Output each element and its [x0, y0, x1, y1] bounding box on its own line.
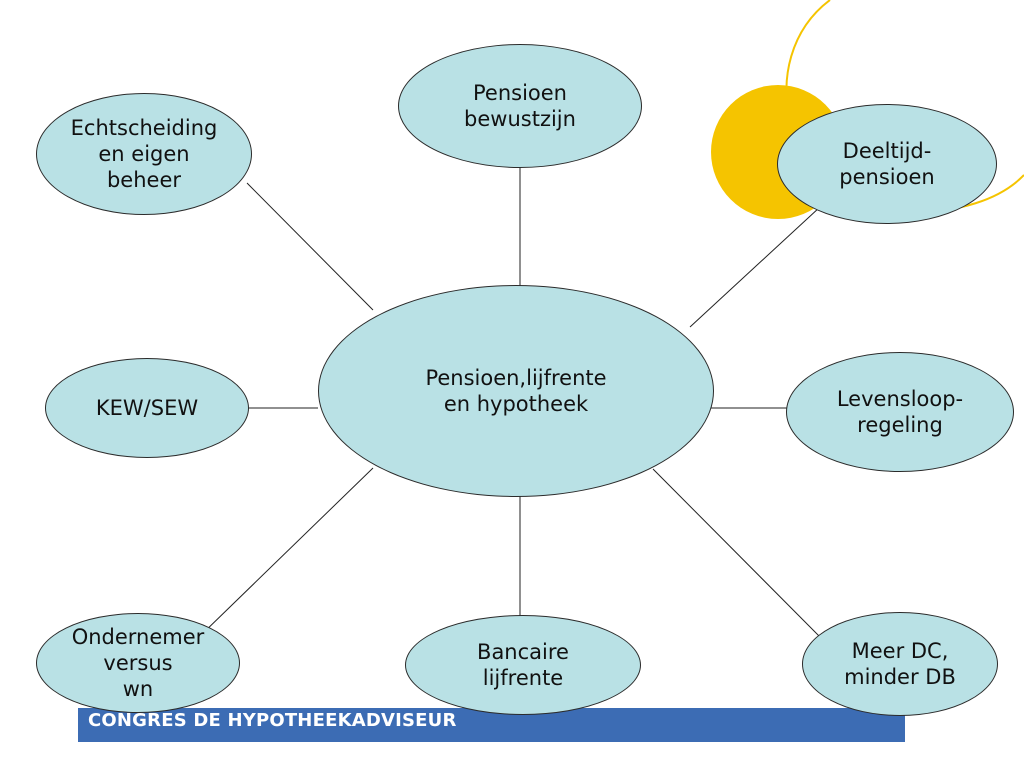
node-meer-dc: Meer DC, minder DB — [802, 612, 998, 716]
node-bancaire: Bancaire lijfrente — [405, 615, 641, 715]
footer-bar: CONGRES DE HYPOTHEEKADVISEUR — [78, 708, 905, 742]
connector-deeltijd — [689, 206, 821, 328]
node-kew-sew: KEW/SEW — [45, 358, 249, 458]
node-meer-dc-label: Meer DC, minder DB — [844, 638, 956, 689]
node-echtscheiding-label: Echtscheiding en eigen beheer — [70, 115, 218, 193]
footer-title: CONGRES DE HYPOTHEEKADVISEUR — [88, 710, 457, 731]
node-pensioen-bewustzijn: Pensioen bewustzijn — [398, 44, 642, 168]
node-levensloop: Levensloop- regeling — [786, 352, 1014, 472]
center-node-label: Pensioen,lijfrente en hypotheek — [425, 365, 607, 416]
node-kew-sew-label: KEW/SEW — [95, 395, 199, 420]
connector-meer-dc — [652, 468, 827, 644]
connector-echtscheiding — [246, 182, 374, 311]
node-bancaire-label: Bancaire lijfrente — [477, 639, 569, 690]
node-pensioen-bewustzijn-label: Pensioen bewustzijn — [464, 80, 576, 131]
node-echtscheiding: Echtscheiding en eigen beheer — [36, 93, 252, 215]
connector-ondernemer — [197, 467, 374, 639]
center-node: Pensioen,lijfrente en hypotheek — [318, 285, 714, 497]
sun-arc-top — [785, 0, 831, 121]
node-ondernemer: Ondernemer versus wn — [36, 613, 240, 713]
node-levensloop-label: Levensloop- regeling — [836, 386, 964, 437]
node-ondernemer-label: Ondernemer versus wn — [71, 624, 205, 702]
node-deeltijd-label: Deeltijd- pensioen — [839, 138, 935, 189]
node-deeltijd: Deeltijd- pensioen — [777, 104, 997, 224]
connector-lines — [197, 166, 827, 644]
